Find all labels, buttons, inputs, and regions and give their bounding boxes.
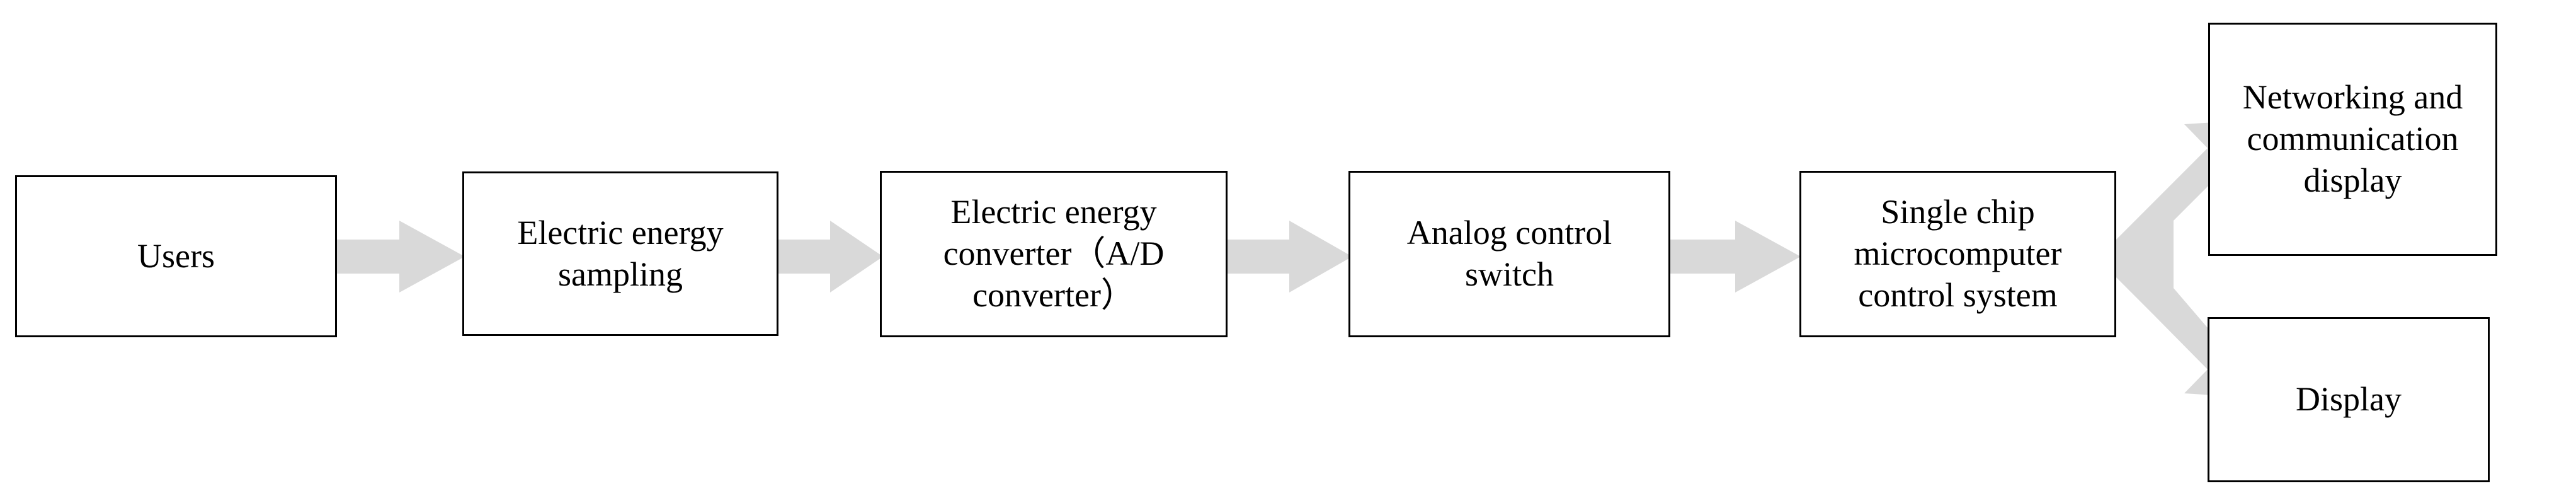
arrow-sampling-to-converter: [776, 221, 883, 292]
node-users-label: Users: [137, 236, 215, 275]
arrow-converter-to-switch: [1224, 221, 1352, 292]
node-electric-energy-converter-label: Electric energy converter（A/D converter）: [943, 193, 1165, 314]
node-networking-and-communication-display[interactable]: Networking and communication display: [2208, 23, 2497, 256]
arrow-switch-to-mcu: [1668, 221, 1801, 292]
node-single-chip-microcomputer-control-system[interactable]: Single chip microcomputer control system: [1799, 171, 2116, 337]
node-display[interactable]: Display: [2208, 317, 2490, 482]
node-electric-energy-converter[interactable]: Electric energy converter（A/D converter）: [880, 171, 1228, 337]
node-analog-control-switch[interactable]: Analog control switch: [1348, 171, 1670, 337]
node-single-chip-microcomputer-control-system-label: Single chip microcomputer control system: [1854, 193, 2062, 314]
node-analog-control-switch-label: Analog control switch: [1406, 214, 1612, 293]
arrow-split-notch: [2104, 221, 2174, 297]
node-users[interactable]: Users: [15, 175, 337, 337]
node-electric-energy-sampling-label: Electric energy sampling: [517, 213, 724, 293]
node-display-label: Display: [2296, 380, 2402, 419]
arrow-users-to-sampling: [331, 221, 465, 292]
node-networking-and-communication-display-label: Networking and communication display: [2242, 78, 2463, 199]
node-electric-energy-sampling[interactable]: Electric energy sampling: [462, 171, 778, 336]
